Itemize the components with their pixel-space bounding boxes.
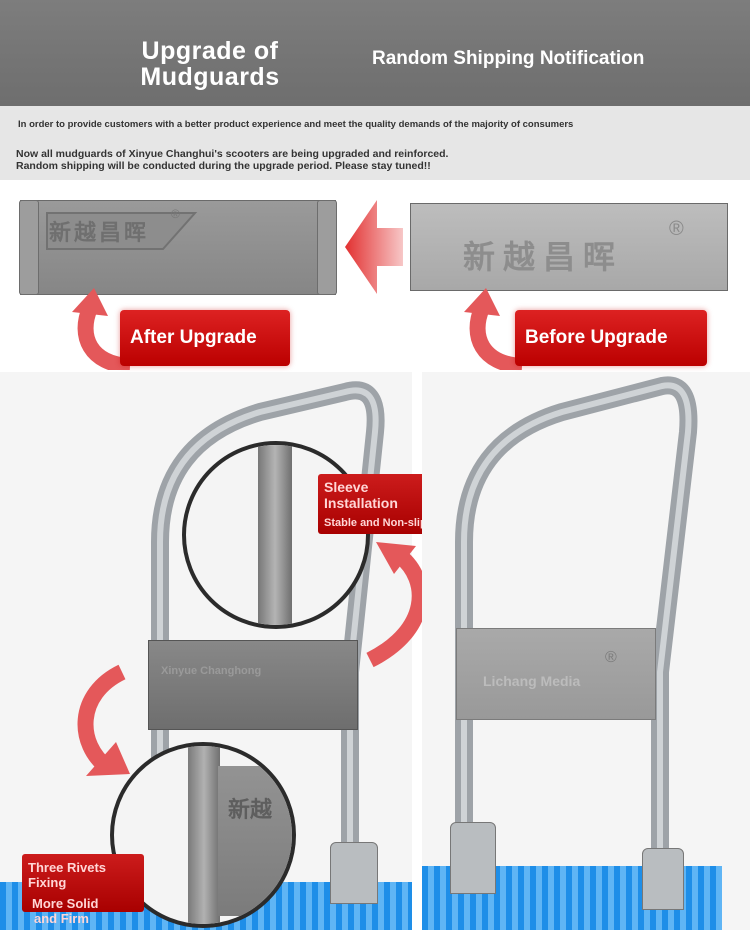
trademark-icon-old: ® xyxy=(669,218,684,240)
watermark-left: Xinyue Changhong xyxy=(161,665,262,677)
sleeve-tube xyxy=(258,445,292,625)
intro-band xyxy=(0,106,750,180)
sleeve-callout: Sleeve Installation Stable and Non-slip xyxy=(318,474,440,534)
header-band xyxy=(0,0,750,106)
watermark-right: Lichang Media xyxy=(483,673,581,689)
original-mudguard-plate: 新越昌晖 ® xyxy=(410,203,728,291)
trademark-icon: ® xyxy=(171,207,180,221)
curved-arrow-icon-after xyxy=(72,288,131,370)
intro-text-2a: Now all mudguards of Xinyue Changhui's s… xyxy=(16,148,449,160)
upgraded-cart-photo: Xinyue Changhong xyxy=(0,372,412,930)
hinge-left xyxy=(330,842,378,904)
original-cart-photo: ® Lichang Media xyxy=(422,372,750,930)
trademark-icon-mounted: ® xyxy=(605,649,617,666)
plate-logo-text-old: 新越昌晖 xyxy=(463,239,624,275)
rivets-callout-sub1: More Solid xyxy=(32,896,99,911)
hinge-right-2 xyxy=(642,848,684,910)
after-upgrade-label: After Upgrade xyxy=(120,310,290,366)
plate-emboss-shape xyxy=(46,212,198,250)
rivets-callout-sub2: and Firm xyxy=(34,911,89,926)
zoom-plate-logo: 新越 xyxy=(228,797,273,822)
rivets-callout: Three Rivets Fixing More Solid and Firm xyxy=(22,854,144,926)
original-plate-mounted: ® Lichang Media xyxy=(456,628,656,720)
sleeve-callout-sub: Stable and Non-slip xyxy=(324,517,427,529)
curved-arrow-icon-rivets xyxy=(77,664,130,776)
plate-bracket-left xyxy=(19,200,39,295)
before-upgrade-label: Before Upgrade xyxy=(515,310,707,366)
cart-handle-frame xyxy=(151,381,385,901)
notice-title: Random Shipping Notification xyxy=(372,48,645,69)
page-title: Upgrade of Mudguards xyxy=(110,38,310,90)
upgraded-mudguard-plate: 新越昌晖 ® xyxy=(19,200,337,295)
zoom-circle-sleeve xyxy=(182,441,370,629)
rivet-plate-section: 新越 xyxy=(218,766,292,916)
title-line-1: Upgrade of xyxy=(141,37,279,65)
rivet-tube xyxy=(188,746,220,924)
rivets-callout-title: Three Rivets Fixing xyxy=(28,860,107,890)
curved-arrow-icon-sleeve xyxy=(366,542,428,668)
curved-arrow-icon-before xyxy=(464,288,523,370)
cart-handle-frame-right xyxy=(455,376,698,901)
hinge-right-1 xyxy=(450,822,496,894)
arrow-left-icon xyxy=(345,200,403,294)
upgraded-plate-mounted: Xinyue Changhong xyxy=(148,640,358,730)
sleeve-callout-title: Sleeve Installation xyxy=(324,479,398,511)
intro-text-2b: Random shipping will be conducted during… xyxy=(16,160,431,172)
plate-logo-text: 新越昌晖 xyxy=(49,220,150,245)
plate-bracket-right xyxy=(317,200,337,295)
title-line-2: Mudguards xyxy=(140,63,280,91)
intro-text-1: In order to provide customers with a bet… xyxy=(18,119,574,130)
intro-text-2: Now all mudguards of Xinyue Changhui's s… xyxy=(16,148,448,172)
